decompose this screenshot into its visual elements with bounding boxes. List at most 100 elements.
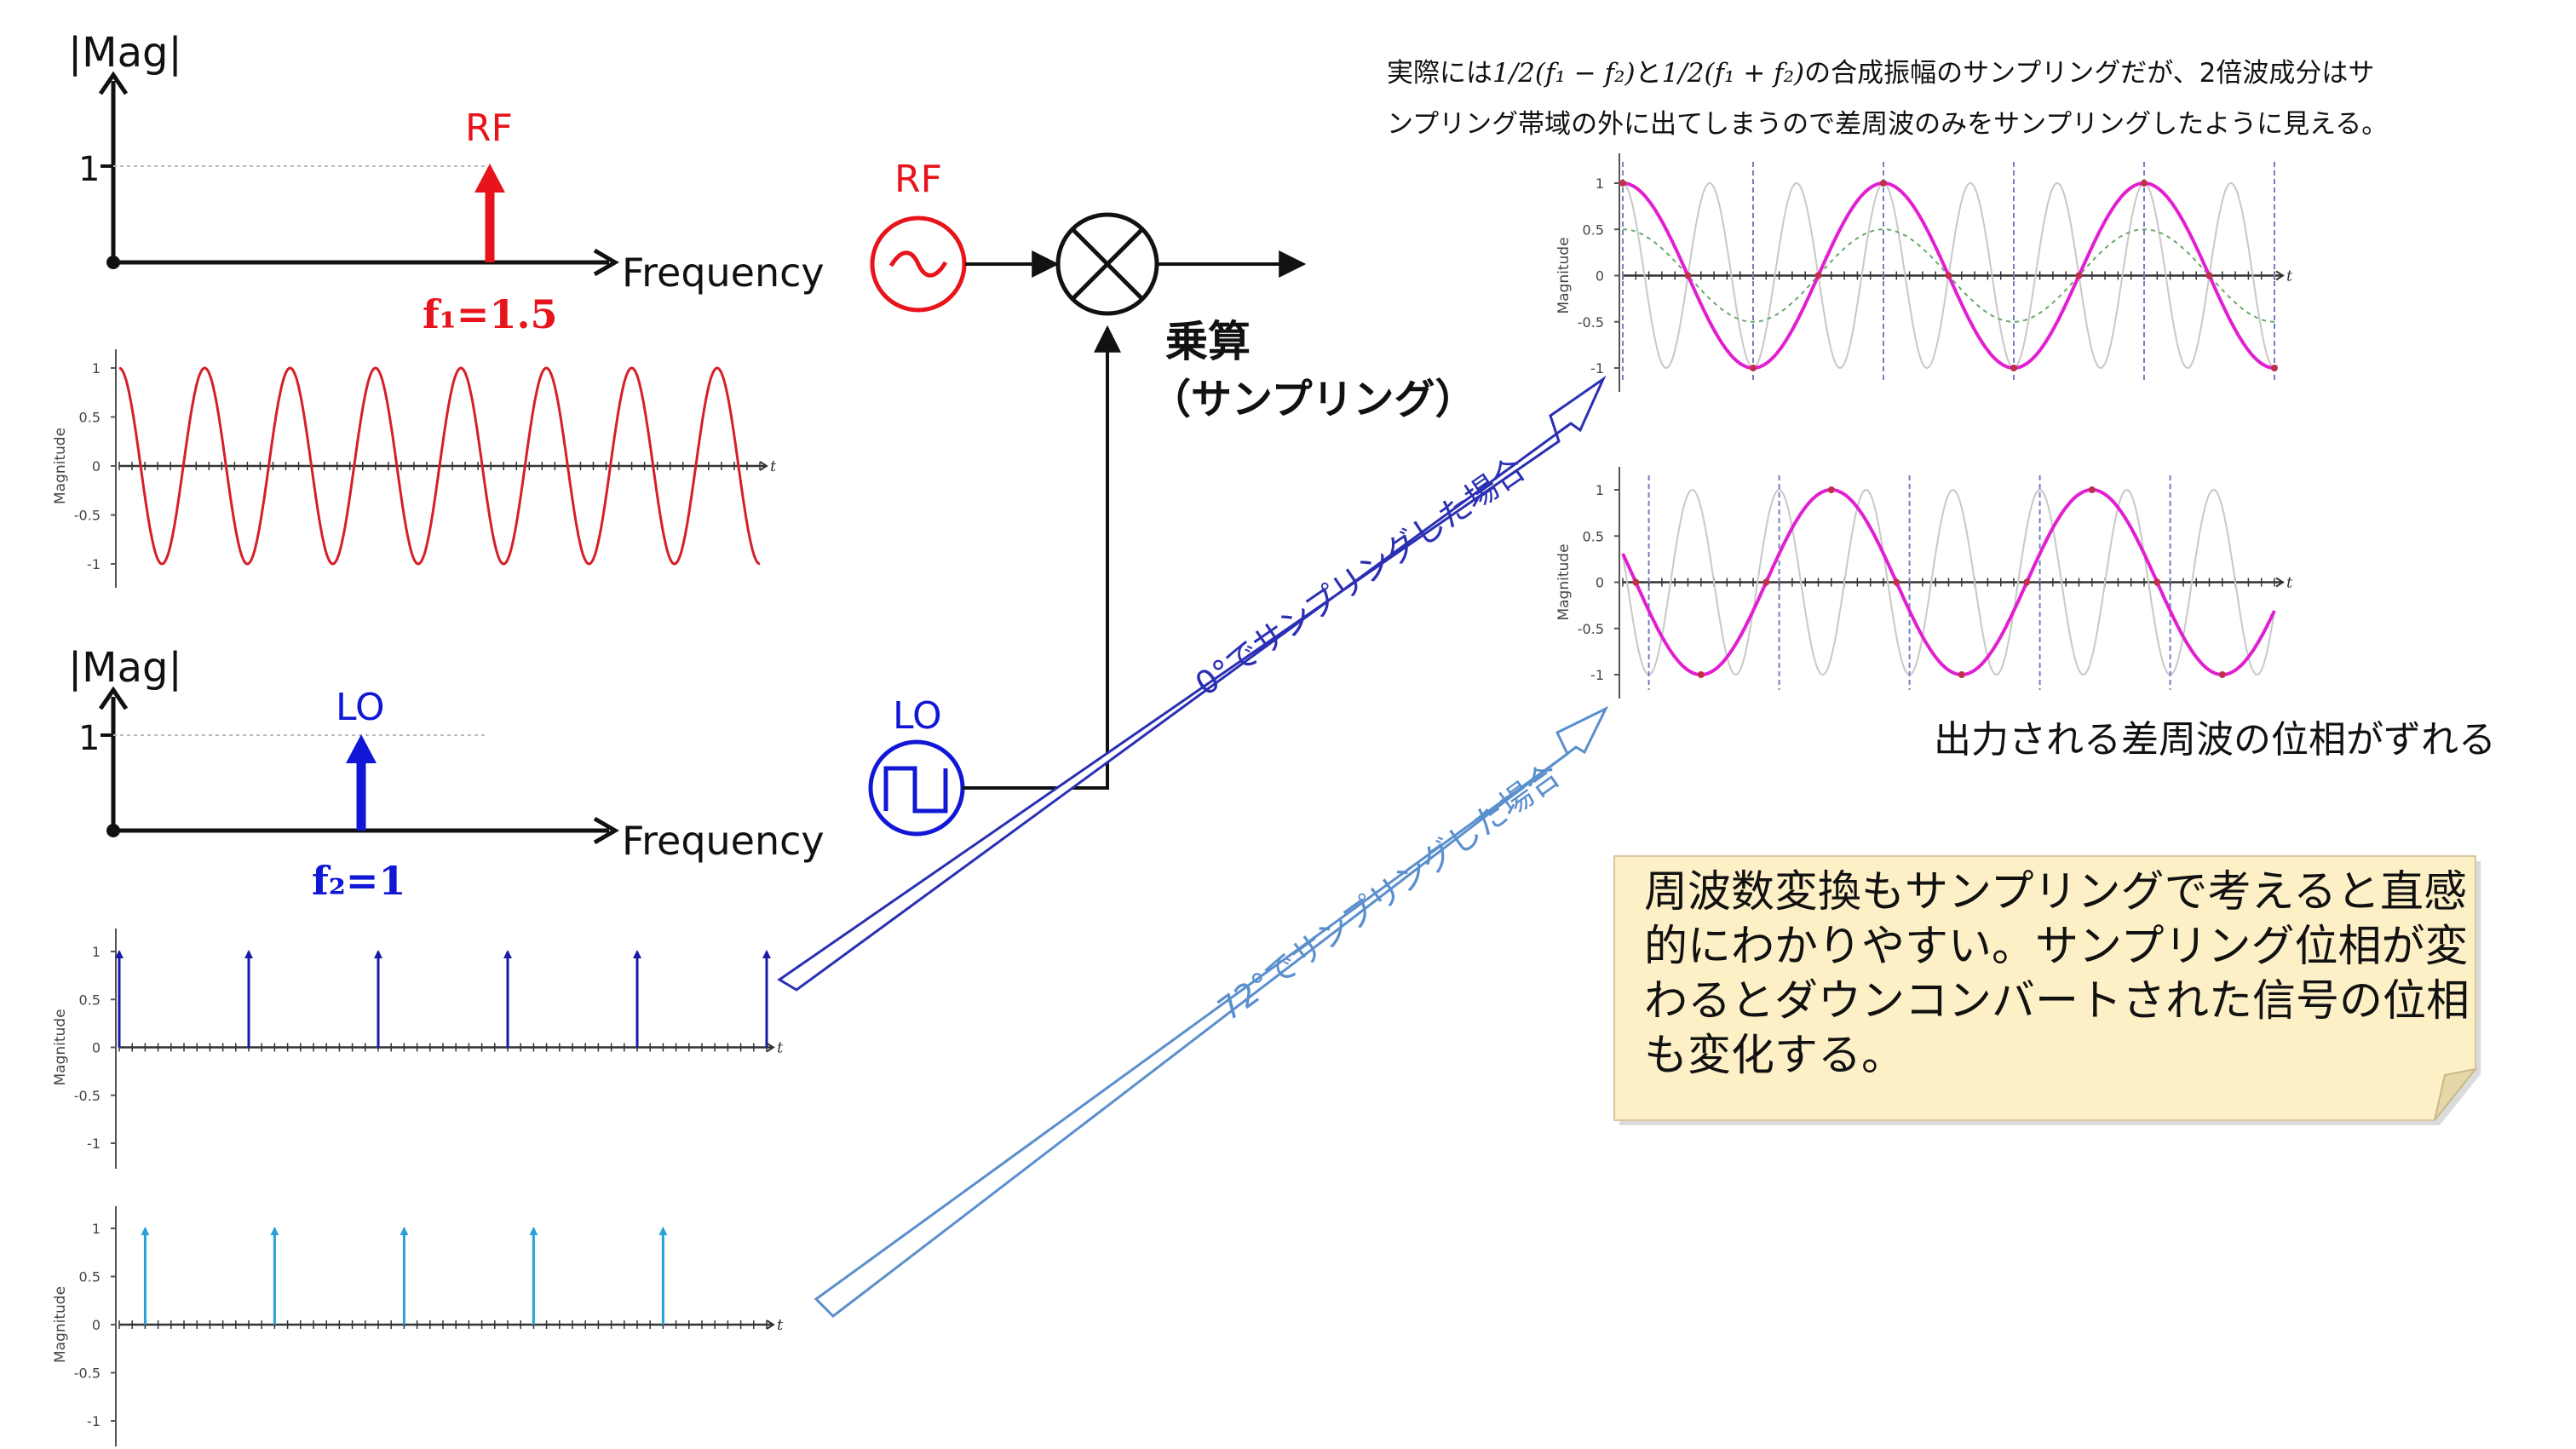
sampled_72deg-xaxis-arrowhead: [2275, 577, 2285, 588]
mixer-sublabel: （サンプリング）: [1150, 376, 1476, 423]
lo-xaxis-arrowhead: [593, 816, 619, 845]
lo-xlabel: Frequency: [622, 818, 825, 864]
top-line1-pre: 実際には: [1387, 58, 1492, 89]
lo_pulses_0deg-stem-head: [244, 950, 253, 958]
lo_pulses_72deg-ytick-label: -1: [87, 1413, 101, 1429]
sampled_72deg-ytick-label: -0.5: [1578, 621, 1604, 637]
multiply-icon-stroke-b: [1071, 227, 1144, 301]
phase-shift-caption: 出力される差周波の位相がずれる: [1934, 718, 2496, 762]
sampled_0deg-sample-point: [2141, 180, 2148, 187]
lo_pulses_0deg-stem-head: [503, 950, 512, 958]
lo-spectrum: |Mag| 1 Frequency LO f₂=1: [68, 644, 825, 904]
rf_wave-ylabel: Magnitude: [52, 428, 69, 504]
rf_wave-xaxis-arrowhead: [759, 461, 768, 471]
arrow-72deg-shape: [814, 705, 1609, 1318]
lo_pulses_72deg-stem-head: [658, 1227, 668, 1235]
lo_pulses_0deg-ytick-label: 0.5: [79, 992, 101, 1008]
sampled_72deg-sample-point: [2088, 486, 2096, 493]
lo_pulses_72deg-ytick-label: 1: [92, 1221, 101, 1237]
sampled_72deg-rf-reference: [1622, 488, 2275, 676]
sampled_0deg-sample-point: [2010, 365, 2017, 371]
sampled_72deg-sample-point: [1958, 671, 1965, 678]
lo_pulses_72deg-ytick-label: -0.5: [74, 1366, 101, 1382]
lo_pulses_0deg-ytick-label: -1: [87, 1136, 101, 1152]
lo_pulses_0deg-stem-head: [374, 950, 382, 958]
lo_pulses_0deg-ylabel: Magnitude: [52, 1009, 69, 1085]
lo_pulses_0deg-xlabel: t: [777, 1039, 784, 1057]
lo_pulses_0deg-stem-head: [115, 950, 124, 958]
sticky-note: [1613, 855, 2481, 1125]
mixer-label: 乗算: [1165, 317, 1251, 366]
sampled_72deg-ytick-label: 1: [1596, 482, 1604, 498]
sampled_0deg-sample-point: [1880, 180, 1887, 187]
rf-origin-dot: [106, 256, 120, 269]
arrow-0deg-label: 0°でサンプリングした場合: [1188, 450, 1532, 703]
sampled_0deg-sample-point: [1945, 272, 1952, 279]
rf_wave-ytick-label: 0: [92, 458, 101, 474]
sampled_0deg-ytick-label: 0: [1596, 268, 1604, 285]
sine-wave-icon: [888, 250, 948, 278]
math-diff-term: 1/2(f₁ − f₂): [1492, 58, 1636, 89]
lo_pulses_72deg-xaxis-arrowhead: [766, 1320, 775, 1330]
rf-wave-line: [118, 366, 761, 566]
lo_pulses_0deg-ytick-label: -0.5: [74, 1088, 101, 1104]
sampling-arrow-0deg: 0°でサンプリングした場合: [777, 375, 1607, 992]
lo_pulses_72deg-stem-head: [141, 1227, 150, 1235]
sampled_0deg-sample-point: [2075, 272, 2083, 279]
rf_wave-ytick-label: 1: [92, 360, 101, 377]
sampled_72deg-ytick-label: 0.5: [1583, 528, 1604, 544]
lo-spectrum-ylabel: |Mag|: [68, 644, 182, 692]
sampled_72deg-sample-point: [2218, 671, 2226, 678]
arrow-0deg-shape: [777, 375, 1607, 992]
lo-spectral-arrowhead: [346, 734, 377, 763]
sampled_0deg-ytick-label: -1: [1590, 360, 1604, 377]
rf-xlabel: Frequency: [622, 250, 825, 296]
sampled_72deg-sample-point: [2023, 578, 2031, 586]
lo_pulses_72deg-ylabel: Magnitude: [52, 1286, 69, 1363]
sampled_72deg-sample-point: [1762, 578, 1770, 586]
sampled_0deg-sample-point: [1750, 365, 1757, 371]
rf_wave-ytick-label: -0.5: [74, 508, 101, 524]
lo-spectral-label: LO: [336, 686, 385, 729]
lo_pulses_72deg-ytick-label: 0.5: [79, 1269, 101, 1285]
lo-freq-label: f₂=1: [312, 858, 406, 904]
rf-spectrum: |Mag| 1 Frequency RF f₁=1.5: [68, 29, 825, 337]
lo_pulses_72deg-stem-head: [270, 1227, 279, 1235]
sampled_0deg-ytick-label: 0.5: [1583, 221, 1604, 238]
block-diagram: RF 乗算 （サンプリング） LO: [868, 158, 1476, 837]
square-wave-icon: [883, 766, 948, 814]
top-explanation: 実際には1/2(f₁ − f₂)と1/2(f₁ + f₂)の合成振幅のサンプリン…: [1387, 48, 2562, 150]
sampled_0deg-sample-point: [1684, 272, 1692, 279]
top-line1-mid: と: [1635, 58, 1662, 89]
lo-to-mixer-line: [963, 325, 1121, 790]
rf-spectrum-ylabel: |Mag|: [68, 29, 182, 77]
sticky-note-text: 周波数変換もサンプリングで考えると直感的にわかりやすい。サンプリング位相が変わる…: [1644, 867, 2470, 1081]
sampled_72deg-sample-point: [1893, 578, 1900, 586]
sampled_0deg-sample-point: [2271, 365, 2278, 371]
lo_pulses_72deg-stem-head: [529, 1227, 538, 1235]
sampled_0deg-ytick-label: -0.5: [1578, 314, 1604, 331]
top-explanation-line1: 実際には1/2(f₁ − f₂)と1/2(f₁ + f₂)の合成振幅のサンプリン…: [1387, 48, 2562, 99]
rf-spectral-label: RF: [465, 106, 513, 150]
sampled_0deg-xaxis-arrowhead: [2275, 270, 2285, 281]
sampled_72deg-xlabel: t: [2286, 574, 2293, 592]
sampled_72deg-ytick-label: 0: [1596, 575, 1604, 591]
sampled_72deg-sample-point: [1632, 578, 1640, 586]
top-explanation-line2: ンプリング帯域の外に出てしまうので差周波のみをサンプリングしたように見える。: [1387, 109, 2389, 140]
arrow-72deg-label: 72°でサンプリングした場合: [1210, 756, 1567, 1029]
rf-ytick-label: 1: [78, 150, 100, 189]
rf_wave-ytick-label: 0.5: [79, 410, 101, 426]
sampled_72deg-sample-point: [1697, 671, 1705, 678]
sampled_0deg-xlabel: t: [2286, 267, 2293, 285]
sampled_72deg-line: [1621, 488, 2276, 676]
rf-source-circle: [870, 216, 967, 313]
sampled_72deg-ylabel: Magnitude: [1555, 543, 1573, 620]
lo_pulses_72deg-ytick-label: 0: [92, 1317, 101, 1333]
sampled_72deg-sample-point: [1827, 486, 1835, 493]
